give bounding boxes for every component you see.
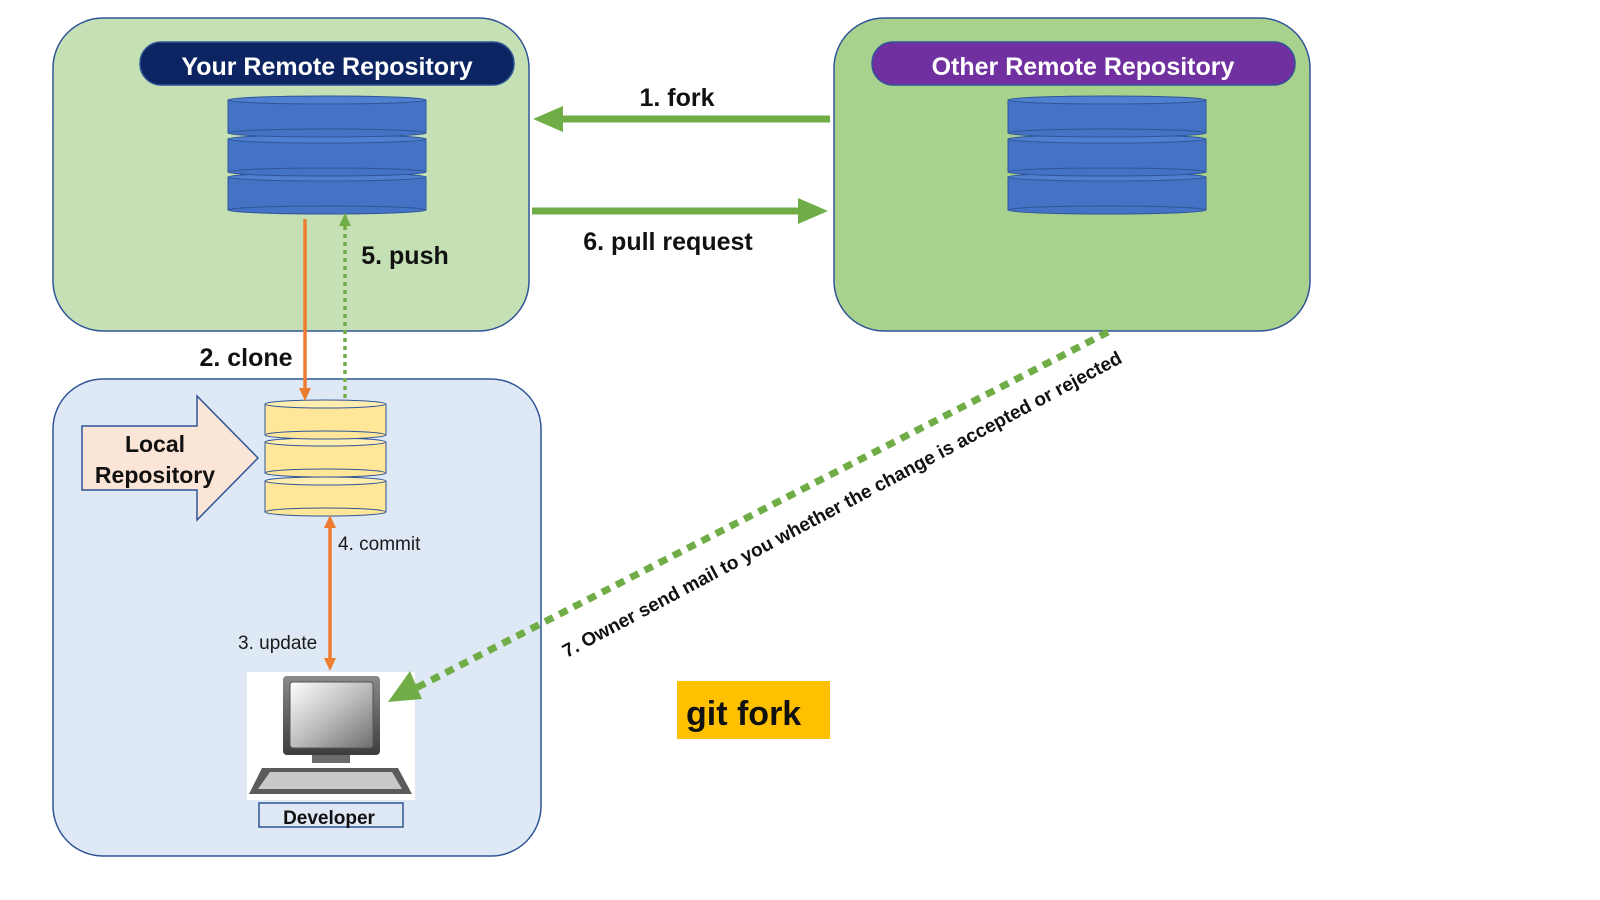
- git-fork-badge-text: git fork: [686, 695, 801, 733]
- database-icon: [1007, 95, 1207, 215]
- local-repository-label-line2: Repository: [95, 462, 215, 488]
- local-database-icon: [264, 399, 387, 517]
- push-label: 5. push: [361, 242, 449, 270]
- mail-label: 7. Owner send mail to you whether the ch…: [559, 348, 1125, 662]
- local-environment: Local Repository Developer: [52, 378, 542, 857]
- clone-arrow: [299, 219, 311, 401]
- developer-label-box: [258, 802, 404, 828]
- mail-arrow: [388, 328, 1110, 702]
- git-fork-badge: git fork: [677, 681, 830, 739]
- other-remote-repository: Other Remote Repository: [833, 17, 1311, 332]
- push-arrow: [339, 213, 351, 398]
- database-icon: [227, 95, 427, 215]
- other-remote-title-bg: [871, 41, 1296, 86]
- developer-computer-icon: [247, 672, 415, 800]
- pull-request-arrow: [532, 198, 828, 224]
- developer-label: Developer: [283, 808, 375, 829]
- other-remote-title: Other Remote Repository: [932, 53, 1235, 81]
- your-remote-title-bg: [139, 41, 515, 86]
- pull-request-label: 6. pull request: [583, 228, 753, 256]
- local-repository-label-line1: Local: [125, 431, 185, 457]
- your-remote-title: Your Remote Repository: [181, 53, 472, 81]
- commit-update-arrow: [324, 515, 336, 671]
- clone-label: 2. clone: [199, 344, 292, 372]
- local-box: [52, 378, 542, 857]
- update-label: 3. update: [238, 633, 317, 654]
- git-fork-badge-bg: [677, 681, 830, 739]
- local-repository-arrow-shape: [81, 394, 260, 522]
- fork-arrow: [533, 106, 830, 132]
- fork-label: 1. fork: [639, 84, 714, 112]
- commit-label: 4. commit: [338, 534, 421, 555]
- your-remote-repository: Your Remote Repository: [52, 17, 530, 332]
